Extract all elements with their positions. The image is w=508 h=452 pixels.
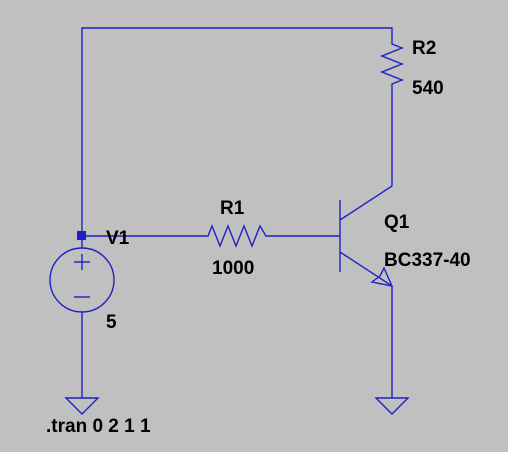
transistor-q1-emitter-leg — [339, 251, 393, 287]
voltage-source-v1[interactable] — [49, 236, 115, 313]
voltage-source-v1-body[interactable] — [49, 247, 115, 313]
resistor-r2-symbol[interactable] — [380, 40, 404, 92]
resistor-r1-name: R1 — [220, 198, 245, 219]
transistor-q1-collector-leg — [339, 185, 393, 221]
wire-top-loop[interactable] — [81, 27, 393, 235]
ground-icon-left[interactable] — [64, 397, 100, 415]
wires — [81, 27, 393, 398]
resistor-r2[interactable] — [380, 40, 404, 92]
spice-directive[interactable]: .tran 0 2 1 1 — [46, 416, 151, 437]
resistor-r1-symbol[interactable] — [200, 224, 272, 248]
transistor-q1[interactable] — [339, 185, 394, 287]
resistor-r2-name: R2 — [412, 38, 436, 59]
transistor-q1-emitter-arrow-icon — [370, 266, 394, 287]
voltage-source-v1-name: V1 — [106, 228, 130, 249]
resistor-r1-value: 1000 — [212, 258, 254, 279]
resistor-r1[interactable] — [200, 224, 272, 248]
voltage-source-v1-value: 5 — [106, 312, 117, 333]
transistor-q1-model: BC337-40 — [384, 250, 471, 271]
ground-icon-right[interactable] — [374, 397, 410, 415]
transistor-q1-name: Q1 — [384, 212, 410, 233]
node-junction-dot[interactable] — [77, 231, 86, 240]
resistor-r2-value: 540 — [412, 78, 444, 99]
